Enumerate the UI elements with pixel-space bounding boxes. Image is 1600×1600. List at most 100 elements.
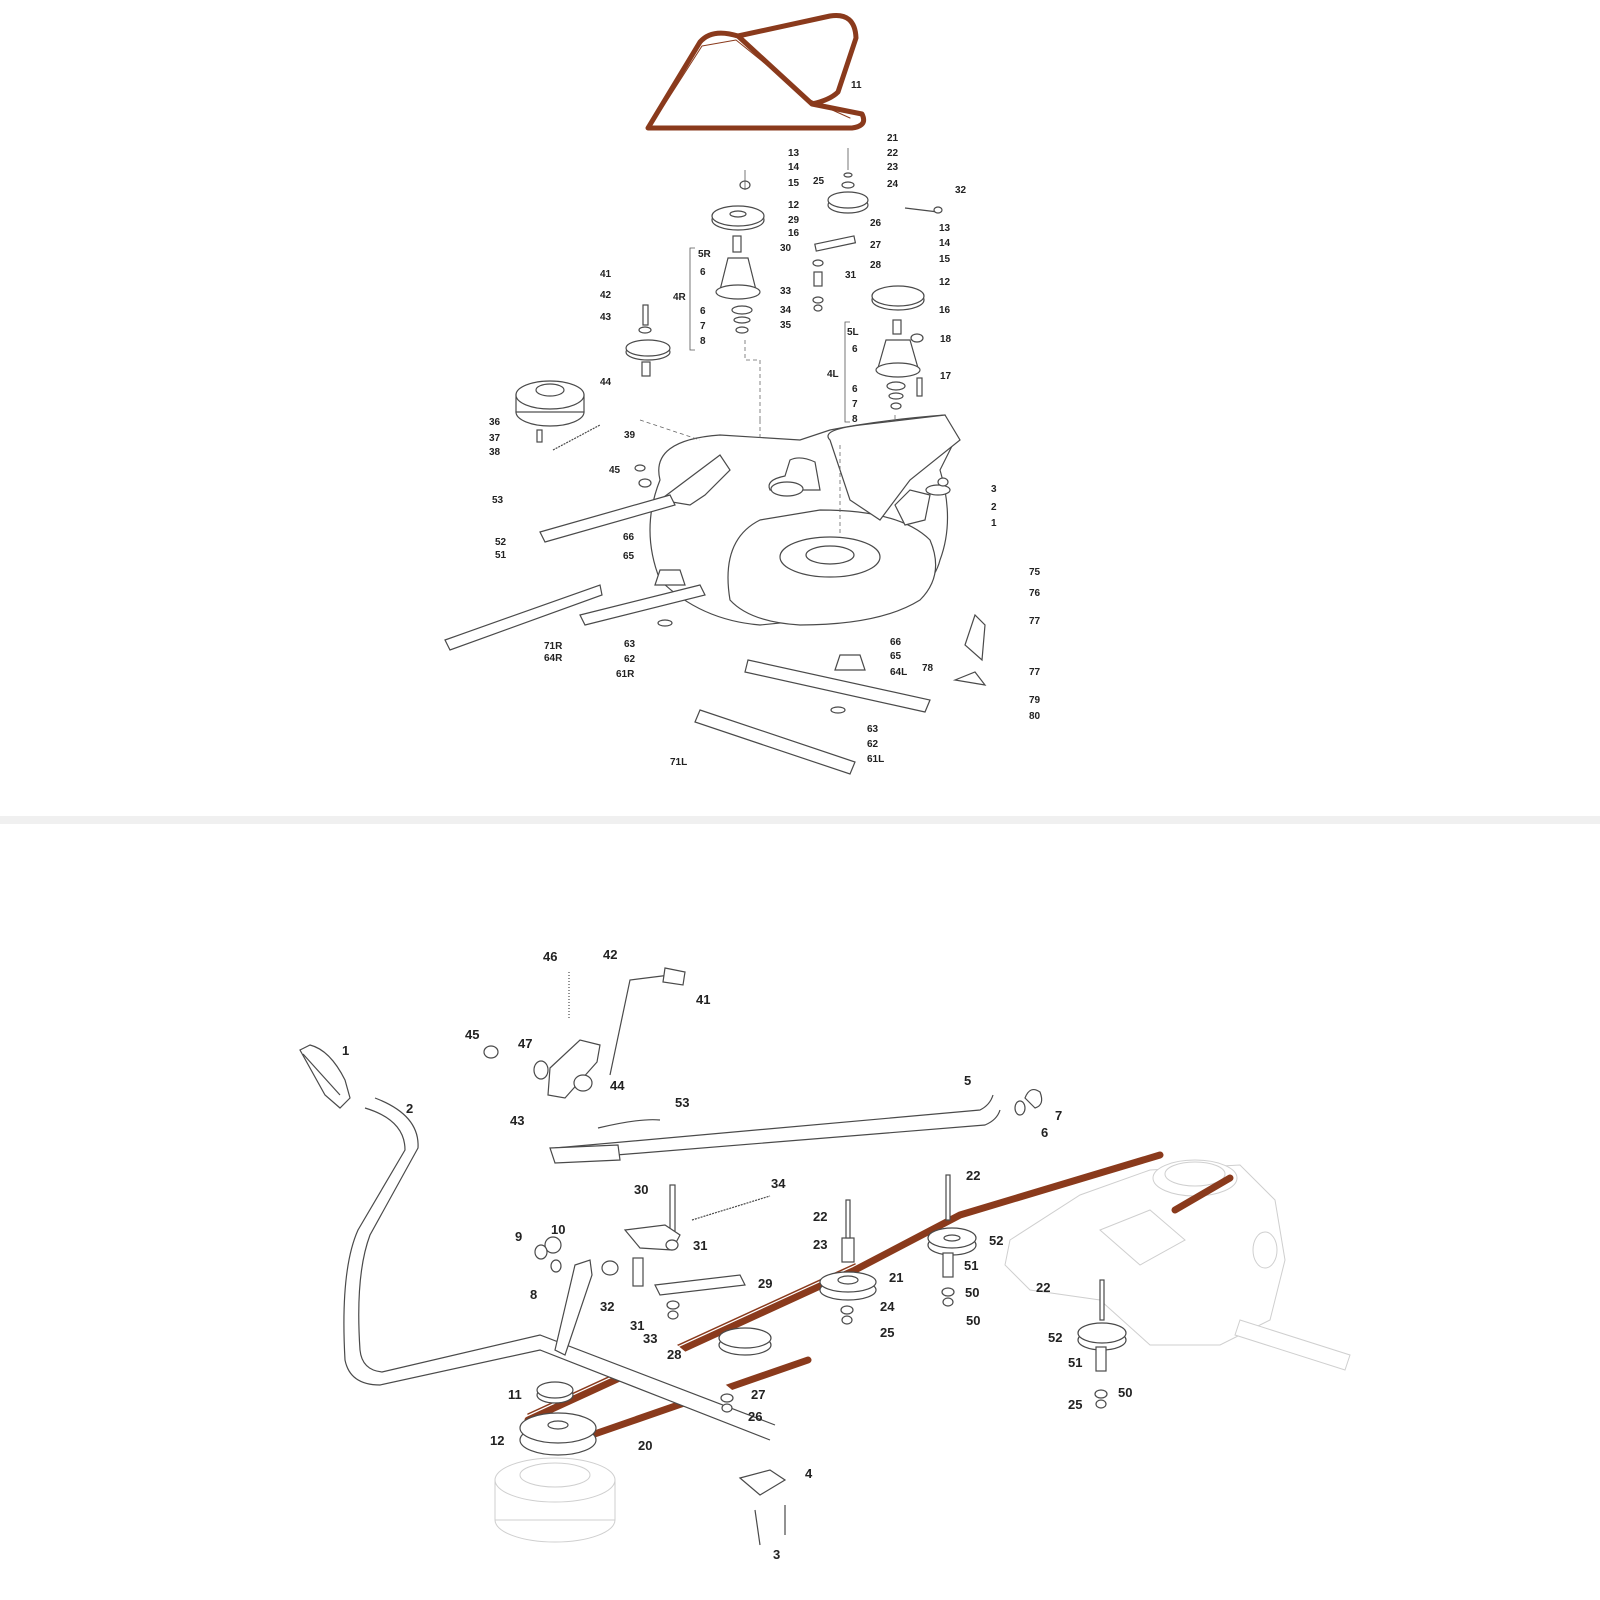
callout: 24 xyxy=(880,1299,895,1314)
blades xyxy=(444,569,987,775)
callout: 25 xyxy=(1068,1397,1082,1412)
callout: 12 xyxy=(490,1433,504,1448)
callout: 6 xyxy=(700,306,706,317)
callout: 43 xyxy=(600,312,612,323)
callout: 8 xyxy=(530,1287,537,1302)
callout: 6 xyxy=(852,344,858,355)
callout: 27 xyxy=(870,240,882,251)
callout: 12 xyxy=(939,277,951,288)
callout: 37 xyxy=(489,433,501,444)
callout: 12 xyxy=(788,200,800,211)
callout: 33 xyxy=(780,286,792,297)
callout: 22 xyxy=(887,148,899,159)
callout: 47 xyxy=(518,1036,532,1051)
callout: 9 xyxy=(515,1229,522,1244)
blade-64L xyxy=(744,659,931,713)
callout: 13 xyxy=(788,148,800,159)
callout: 4L xyxy=(827,369,839,380)
callout: 62 xyxy=(624,654,636,665)
belt-11 xyxy=(645,12,867,131)
callout: 63 xyxy=(624,639,636,650)
callout: 78 xyxy=(922,663,934,674)
spindle-assembly-left xyxy=(844,285,925,446)
callout: 14 xyxy=(788,162,800,173)
callout: 52 xyxy=(989,1233,1003,1248)
callout: 11 xyxy=(508,1387,522,1402)
callout: 25 xyxy=(813,176,825,187)
callout: 63 xyxy=(867,724,879,735)
callout: 25 xyxy=(880,1325,894,1340)
callout: 65 xyxy=(623,551,635,562)
callout: 1 xyxy=(342,1043,349,1058)
callout: 21 xyxy=(889,1270,903,1285)
callout: 16 xyxy=(939,305,951,316)
callout: 71L xyxy=(670,757,687,768)
callout: 61R xyxy=(616,669,635,680)
callout: 77 xyxy=(1029,667,1041,678)
callout: 30 xyxy=(634,1182,648,1197)
callout: 65 xyxy=(890,651,902,662)
callout: 50 xyxy=(965,1285,979,1300)
blade-71L xyxy=(694,709,856,775)
callout: 43 xyxy=(510,1113,524,1128)
callout: 10 xyxy=(551,1222,565,1237)
callout: 51 xyxy=(1068,1355,1082,1370)
callout: 22 xyxy=(966,1168,980,1183)
callout: 6 xyxy=(700,267,706,278)
callout: 5R xyxy=(698,249,712,260)
callout: 3 xyxy=(773,1547,780,1562)
blade-64R xyxy=(579,584,706,626)
callout: 14 xyxy=(939,238,951,249)
callout: 3 xyxy=(991,484,997,495)
callout: 22 xyxy=(813,1209,827,1224)
callout: 1 xyxy=(991,518,997,529)
callout: 17 xyxy=(940,371,952,382)
callout: 26 xyxy=(748,1409,762,1424)
callout: 79 xyxy=(1029,695,1041,706)
idler-pulley-41 xyxy=(625,304,671,377)
callout: 6 xyxy=(852,384,858,395)
callout: 20 xyxy=(638,1438,652,1453)
callout: 41 xyxy=(600,269,612,280)
callout: 44 xyxy=(610,1078,625,1093)
callout: 31 xyxy=(845,270,857,281)
callout: 26 xyxy=(870,218,882,229)
callout: 2 xyxy=(406,1101,413,1116)
callout: 29 xyxy=(788,215,800,226)
callout: 35 xyxy=(780,320,792,331)
callout: 4 xyxy=(805,1466,813,1481)
callout: 2 xyxy=(991,502,997,513)
callout: 29 xyxy=(758,1276,772,1291)
electric-clutch xyxy=(515,380,601,451)
pulleys xyxy=(519,1174,1127,1456)
bottom-drive-diagram: 46 42 41 45 47 1 44 2 43 53 5 7 6 30 34 … xyxy=(299,947,1351,1562)
callout: 71R xyxy=(544,641,563,652)
callout: 23 xyxy=(813,1237,827,1252)
bottom-callouts: 46 42 41 45 47 1 44 2 43 53 5 7 6 30 34 … xyxy=(342,947,1132,1562)
callout: 61L xyxy=(867,754,884,765)
transmission-housing xyxy=(1004,1159,1351,1371)
callout: 66 xyxy=(623,532,635,543)
callout: 64R xyxy=(544,653,563,664)
callout: 7 xyxy=(700,321,706,332)
callout: 64L xyxy=(890,667,907,678)
section-divider xyxy=(0,816,1600,824)
callout: 44 xyxy=(600,377,612,388)
callout: 8 xyxy=(852,414,858,425)
callout: 28 xyxy=(870,260,882,271)
callout: 39 xyxy=(624,430,636,441)
callout: 28 xyxy=(667,1347,681,1362)
mower-deck xyxy=(539,414,961,626)
callout: 23 xyxy=(887,162,899,173)
callout: 50 xyxy=(1118,1385,1132,1400)
callout: 15 xyxy=(939,254,951,265)
callout: 51 xyxy=(964,1258,978,1273)
callout: 45 xyxy=(465,1027,479,1042)
callout: 32 xyxy=(600,1299,614,1314)
callout: 66 xyxy=(890,637,902,648)
callout: 31 xyxy=(693,1238,707,1253)
callout: 6 xyxy=(1041,1125,1048,1140)
callout: 27 xyxy=(751,1387,765,1402)
callout: 52 xyxy=(495,537,507,548)
